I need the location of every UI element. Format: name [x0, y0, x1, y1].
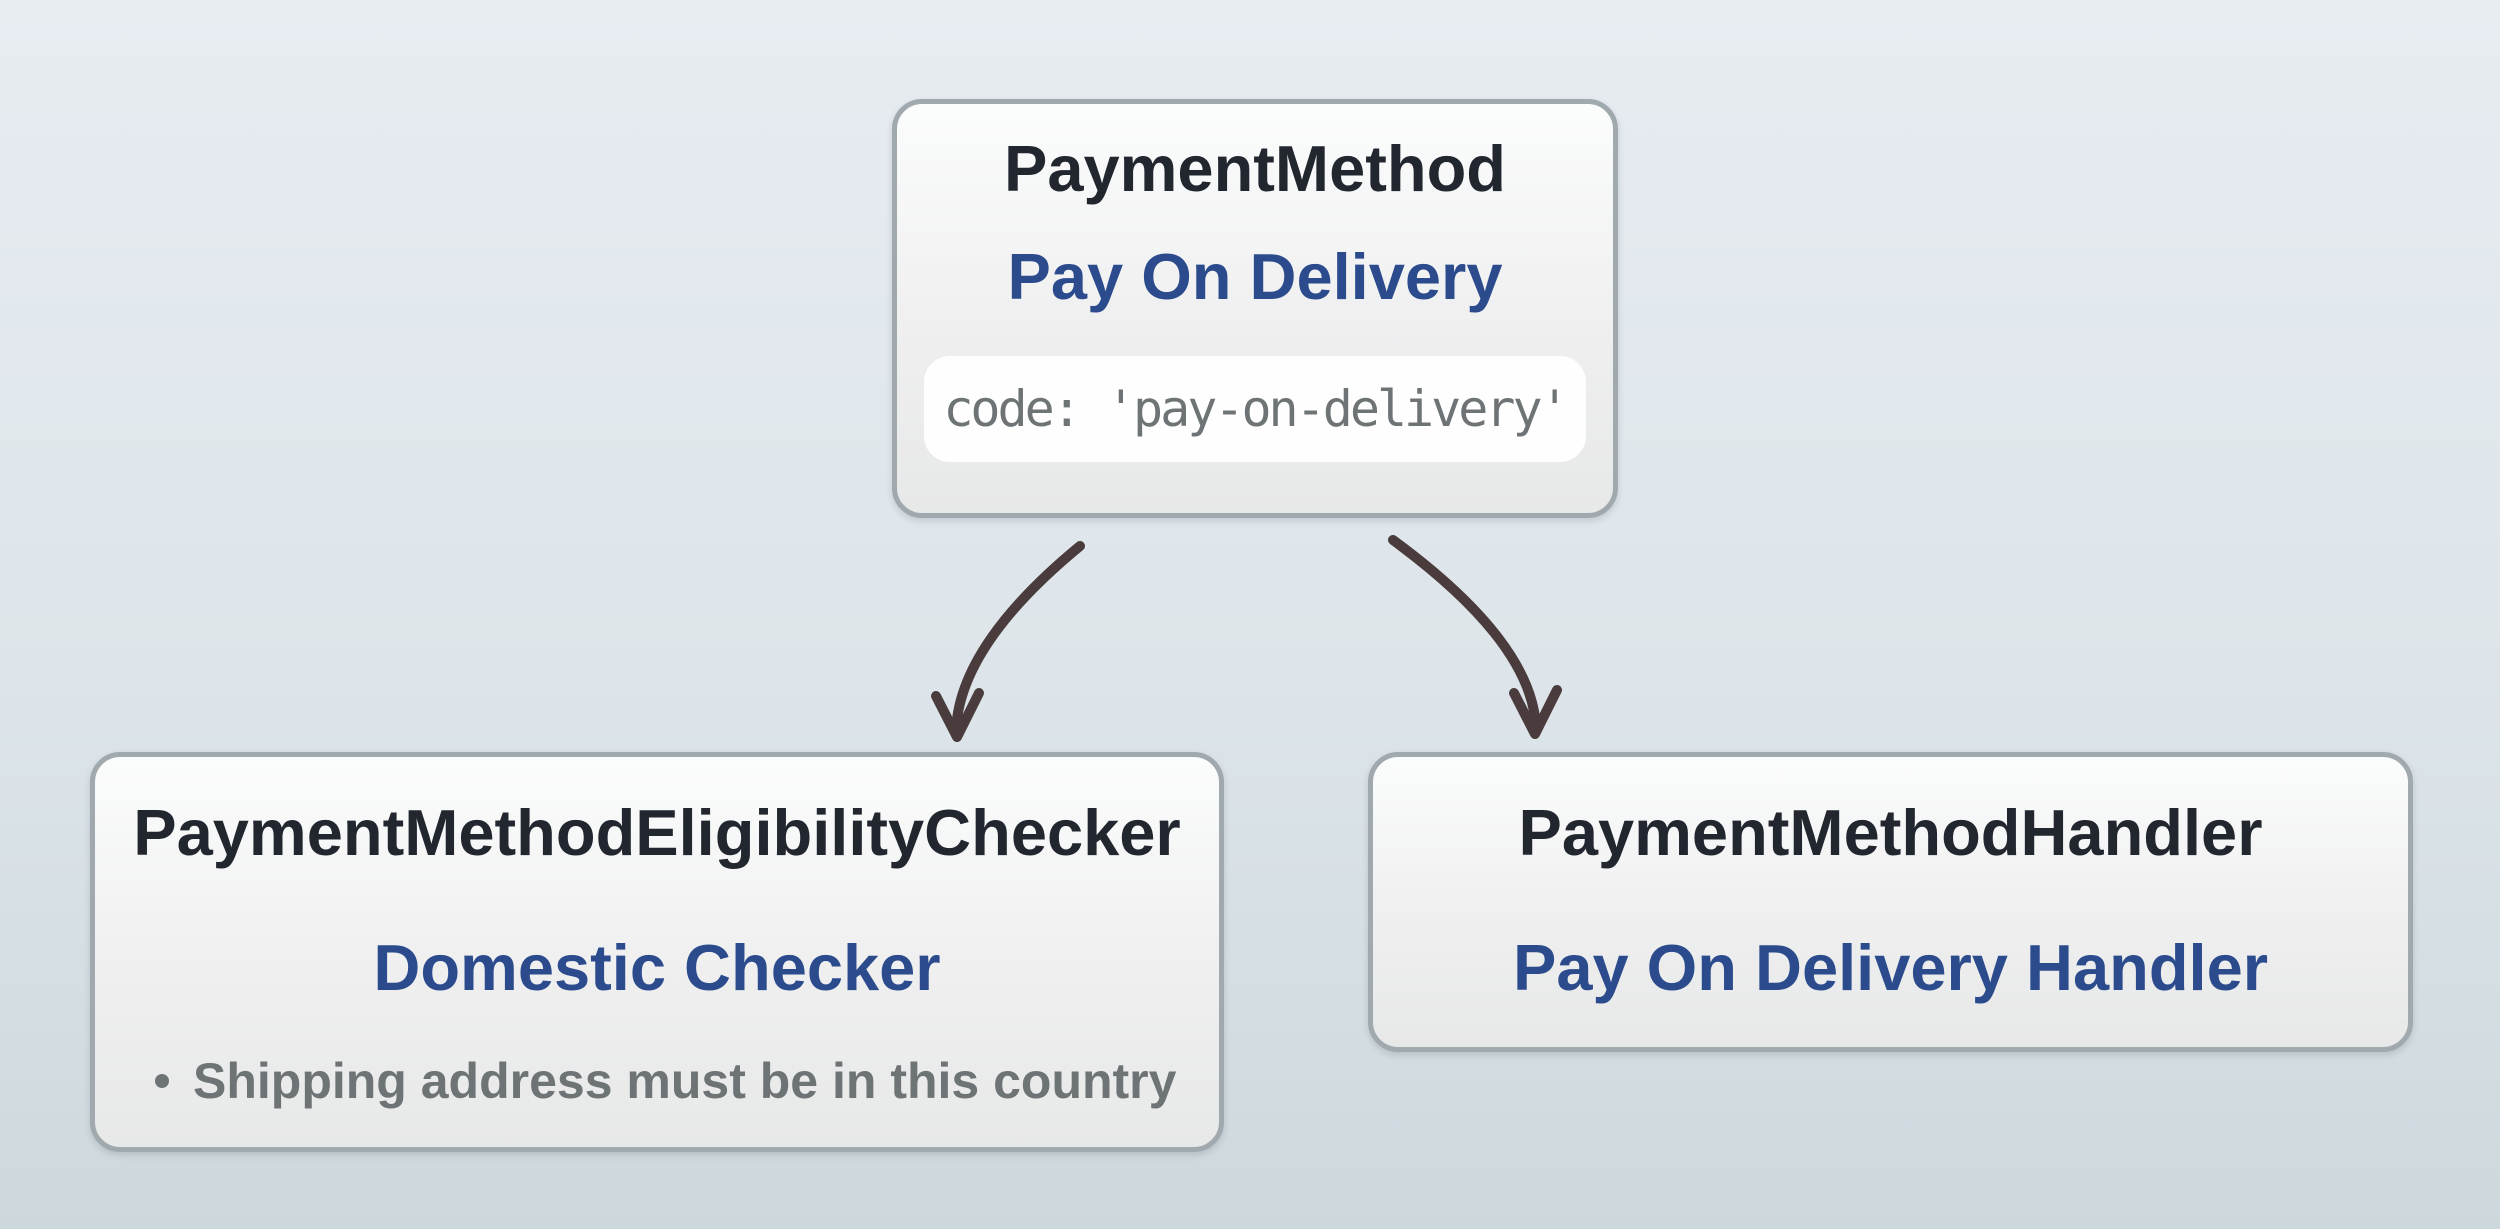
bullet-dot [155, 1074, 169, 1088]
edge-payment-to-checker [931, 541, 1085, 742]
node-title: PaymentMethodHandler [1518, 796, 2263, 869]
edge-curve [951, 541, 1085, 740]
node-title: PaymentMethod [1003, 132, 1506, 205]
handler-node: PaymentMethodHandler Pay On Delivery Han… [1368, 752, 2413, 1052]
eligibility-checker-node: PaymentMethodEligibilityChecker Domestic… [90, 752, 1224, 1152]
edge-arrowhead [931, 688, 984, 742]
edge-curve [1388, 535, 1541, 737]
edge-payment-to-handler [1388, 535, 1562, 739]
code-badge: code: 'pay-on-delivery' [924, 356, 1586, 462]
node-title: PaymentMethodEligibilityChecker [133, 796, 1181, 869]
edge-arrowhead [1509, 685, 1562, 739]
node-subtitle: Domestic Checker [373, 931, 941, 1004]
bullet-item: Shipping address must be in this country [95, 1054, 1219, 1108]
node-subtitle: Pay On Delivery [1007, 240, 1503, 313]
node-subtitle: Pay On Delivery Handler [1512, 931, 2269, 1004]
bullet-text: Shipping address must be in this country [193, 1053, 1177, 1109]
payment-method-node: PaymentMethod Pay On Delivery code: 'pay… [892, 99, 1618, 518]
